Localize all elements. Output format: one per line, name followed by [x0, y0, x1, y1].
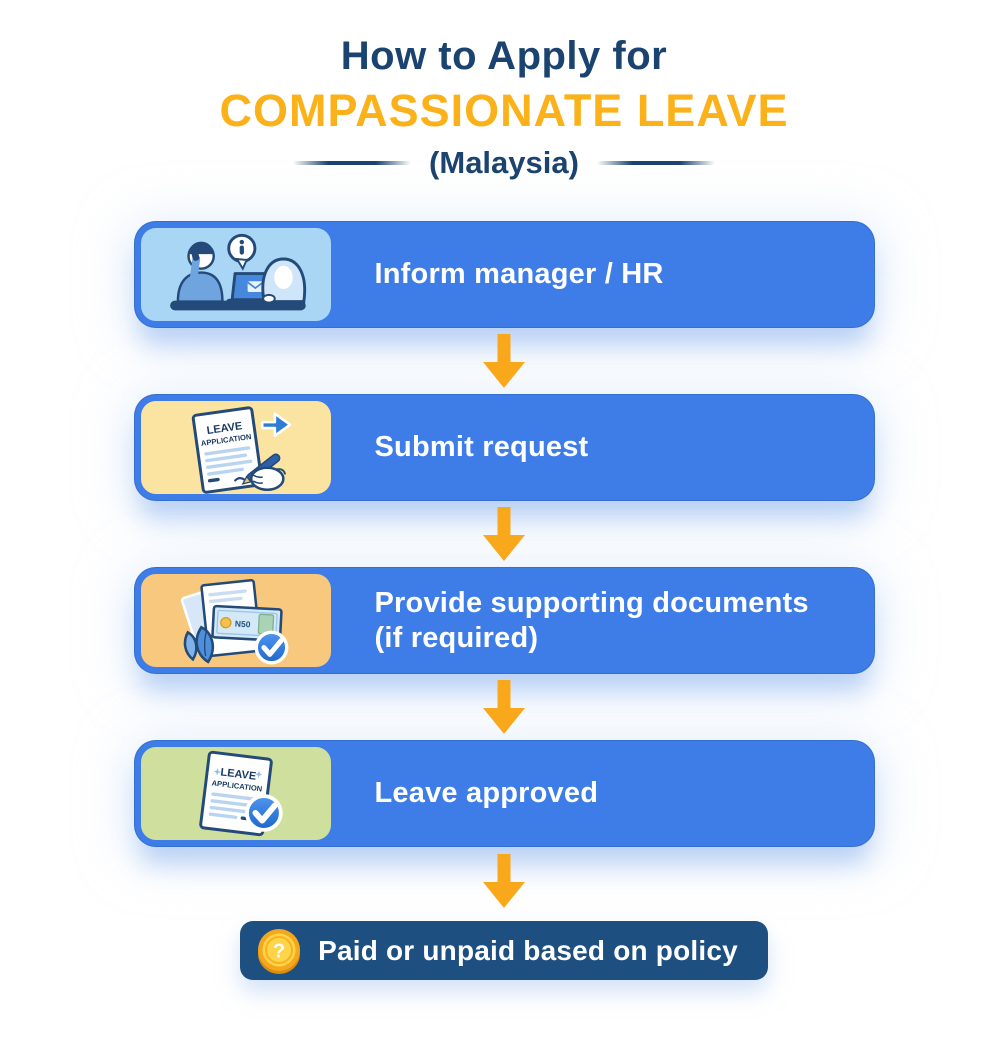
step-3-label: Provide supporting documents (if require… — [331, 586, 809, 656]
footer-row: ? Paid or unpaid based on policy — [134, 921, 875, 980]
flow-arrow-1 — [134, 328, 875, 394]
supporting-documents-icon: N50 — [180, 578, 288, 665]
colleagues-informing-icon — [169, 233, 306, 311]
step-card-1: Inform manager / HR — [133, 221, 875, 328]
leave-approved-icon: LEAVE APPLICATION — [198, 750, 283, 837]
doc-title-line-1: LEAVE — [205, 420, 242, 437]
flow-arrow-4 — [134, 847, 875, 915]
down-arrow-icon — [483, 334, 525, 388]
title-subtitle-row: (Malaysia) — [0, 145, 1008, 181]
step-3-label-line-2: (if required) — [374, 621, 539, 654]
coin-question-icon: ? — [258, 928, 301, 974]
steps-flow: Inform manager / HR LEAVE APPLICATION — [133, 221, 875, 980]
down-arrow-icon — [483, 680, 525, 734]
title-line-1: How to Apply for — [340, 34, 668, 78]
flow-arrow-2 — [134, 501, 875, 567]
infographic-page: How to Apply for COMPASSIONATE LEAVE (Ma… — [0, 34, 1008, 1058]
footer-label: Paid or unpaid based on policy — [318, 934, 738, 966]
step-1-label: Inform manager / HR — [331, 257, 664, 292]
step-1-label-line-1: Inform manager / HR — [374, 258, 664, 290]
banknote-value-text: N50 — [234, 619, 250, 630]
divider-dash-right — [596, 161, 715, 165]
down-arrow-icon — [483, 854, 525, 908]
step-card-3: N50 Provide supporting documents (if req… — [133, 567, 875, 674]
title-line-3: (Malaysia) — [429, 145, 579, 180]
doc-title-line-1: LEAVE — [219, 766, 256, 782]
step-2-label: Submit request — [331, 430, 589, 465]
policy-note-badge: ? Paid or unpaid based on policy — [240, 921, 768, 980]
step-4-label: Leave approved — [331, 776, 599, 811]
step-card-2: LEAVE APPLICATION — [133, 394, 875, 501]
title-line-2: COMPASSIONATE LEAVE — [219, 85, 789, 136]
step-4-icon-panel: LEAVE APPLICATION — [140, 747, 331, 840]
step-1-icon-panel — [140, 228, 331, 321]
step-card-4: LEAVE APPLICATION Leave approved — [133, 740, 875, 847]
flow-arrow-3 — [134, 674, 875, 740]
divider-dash-left — [293, 161, 412, 165]
down-arrow-icon — [483, 507, 525, 561]
leave-application-signing-icon: LEAVE APPLICATION — [191, 406, 291, 494]
step-4-label-line-1: Leave approved — [374, 777, 599, 809]
step-2-icon-panel: LEAVE APPLICATION — [140, 401, 331, 494]
coin-question-mark: ? — [273, 940, 285, 962]
step-3-icon-panel: N50 — [140, 574, 331, 667]
step-3-label-line-1: Provide supporting documents — [374, 586, 809, 619]
step-2-label-line-1: Submit request — [374, 431, 589, 463]
